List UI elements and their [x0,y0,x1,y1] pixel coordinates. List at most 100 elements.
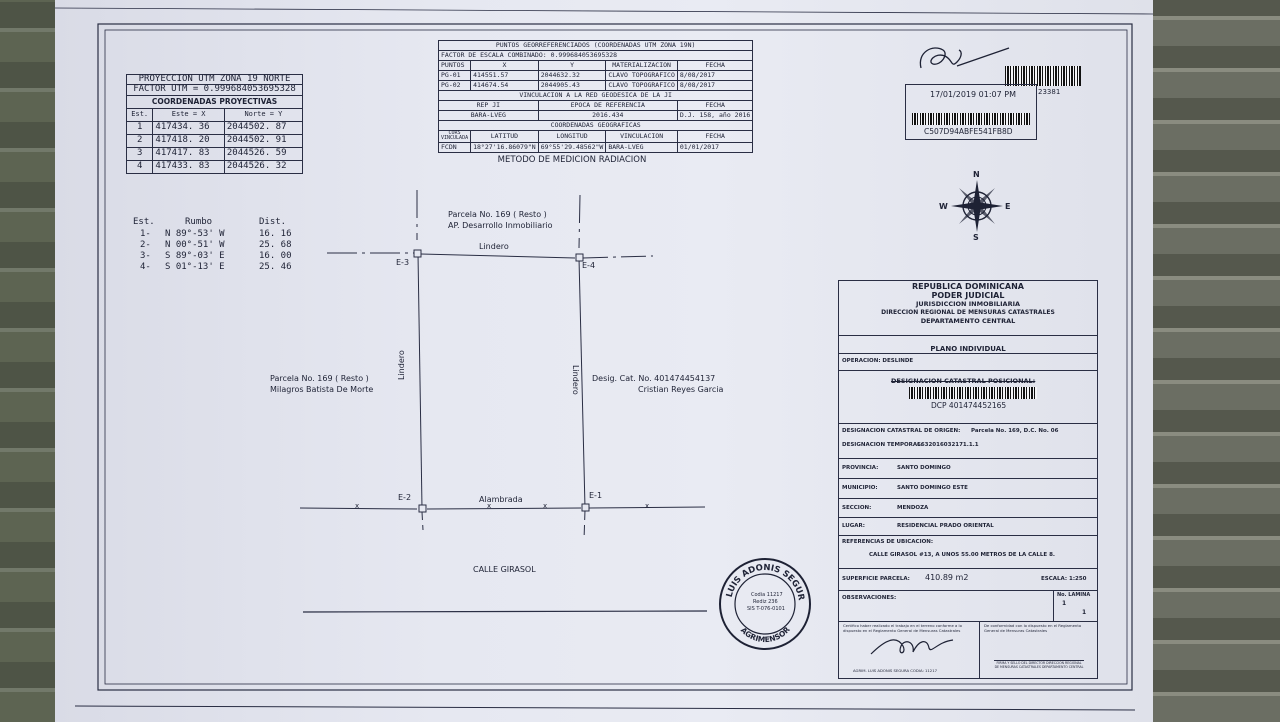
designation-barcode [909,387,1037,399]
temporal-label: DESIGNACION TEMPORAL: [842,442,923,448]
fence-x-mark: x [355,502,360,510]
station-e4-label: E-4 [582,261,596,270]
panel-municipio-row: MUNICIPIO: SANTO DOMINGO ESTE [839,479,1097,499]
cell: 25. 68 [259,240,292,250]
col-header: Est. [133,217,155,227]
references-value: CALLE GIRASOL #13, A UNOS 55.00 METROS D… [869,552,1056,558]
geo-coords-title: COORDENADAS GEOGRAFICAS [437,120,754,131]
province-value: SANTO DOMINGO [897,465,951,471]
timestamp-barcode [912,113,1030,125]
signature-scribble [919,47,1010,69]
seal-codia: Codia 11217 [751,592,783,598]
col-header: Rumbo [185,217,213,227]
top-barcode [1005,66,1081,86]
seal-sis: SIS T-076-0101 [747,606,785,612]
province-label: PROVINCIA: [842,465,879,471]
cell: 2- [140,240,151,250]
table-row: PG-02 414674.54 2044905.43 CLAVO TOPOGRA… [437,80,754,91]
observations-label: OBSERVACIONES: [842,595,897,601]
country-title: REPUBLICA DOMINICANA [911,282,1024,291]
surveyor-signature [870,639,954,655]
panel-observaciones-row: OBSERVACIONES: No. LAMINA 1 1 [839,591,1097,622]
area-label: SUPERFICIE PARCELA: [842,576,910,582]
west-parcel-owner: Milagros Batista De Morte [270,385,374,394]
plan-type: PLANO INDIVIDUAL [930,345,1006,353]
compass-north: N [973,170,980,179]
fence-x-mark: x [487,502,492,510]
georeferenced-points-table: PUNTOS GEORREFERENCIADOS (COORDENADAS UT… [437,40,754,165]
surveyor-certification: Certifico haber realizado el trabajo en … [839,622,980,678]
document-number: 23381 [1038,88,1061,96]
cell: 417433. 83 [152,159,225,174]
north-parcel-label: Parcela No. 169 ( Resto ) [448,210,547,219]
panel-provincia-row: PROVINCIA: SANTO DOMINGO [839,459,1097,479]
cell: 16. 16 [259,229,292,239]
compass-east: E [1005,202,1011,211]
seal-icon: LUIS ADONIS SEGURA AGRIMENSOR [714,549,811,650]
station-e3-label: E-3 [396,258,410,267]
cell: 1- [140,229,151,239]
west-parcel-label: Parcela No. 169 ( Resto ) [270,374,369,383]
compass-south: S [973,233,979,242]
scale-label: ESCALA: 1:250 [1041,576,1087,582]
designation-label: DESIGNACION CATASTRAL POSICIONAL: [891,377,1036,385]
lindero-top-label: Lindero [479,242,509,251]
east-parcel-owner: Cristian Reyes Garcia [638,385,724,394]
projection-line: PROYECCION UTM ZONA 19 NORTE [126,73,303,86]
lindero-right-label: Lindero [571,365,580,395]
col-header: Dist. [259,217,287,227]
origin-label: DESIGNACION CATASTRAL DE ORIGEN: [842,428,961,434]
compass-rose: N S W E [935,170,1015,244]
section-label: SECCION: [842,505,872,511]
seal-rediz: Rediz 236 [753,599,778,605]
cell: N 00°-51' W [165,240,225,250]
plan-border-lines [55,7,1153,711]
temporal-value: 6632016032171.1.1 [917,442,979,448]
direction-title: DIRECCION REGIONAL DE MENSURAS CATASTRAL… [881,308,1055,316]
barcode-text: C507D94ABFE541FB8D [924,127,1013,136]
panel-superficie-row: SUPERFICIE PARCELA: 410.89 m2 ESCALA: 1:… [839,569,1097,591]
surveyor-cert-text: Certifico haber realizado el trabajo en … [843,623,962,633]
cell: 3- [140,251,151,261]
cell: 16. 00 [259,251,292,261]
panel-lugar-row: LUGAR: RESIDENCIAL PRADO ORIENTAL [839,518,1097,536]
station-e2-label: E-2 [398,493,412,502]
lindero-left-label: Lindero [397,350,406,380]
panel-plano-row: PLANO INDIVIDUAL [839,336,1097,354]
cell: 2044526. 32 [223,159,304,174]
cell: N 89°-53' W [165,229,225,239]
director-approval: De conformidad con lo dispuesto en el Re… [980,622,1097,678]
station-e1-label: E-1 [589,491,603,500]
approval-text: De conformidad con lo dispuesto en el Re… [984,623,1082,633]
department-title: DEPARTAMENTO CENTRAL [920,317,1016,325]
panel-referencias-row: REFERENCIAS DE UBICACION: CALLE GIRASOL … [839,536,1097,569]
origin-value: Parcela No. 169, D.C. No. 06 [971,428,1059,434]
utm-factor-line: FACTOR UTM = 0.999684053695328 [126,84,303,96]
timestamp-box: 17/01/2019 01:07 PM C507D94ABFE541FB8D [905,84,1037,140]
municipality-value: SANTO DOMINGO ESTE [897,485,968,491]
judicial-title: PODER JUDICIAL [931,290,1005,300]
surveyor-seal: LUIS ADONIS SEGURA AGRIMENSOR Codia 1121… [714,549,813,652]
fence-x-mark: x [645,502,650,510]
compass-west: W [939,202,948,211]
east-parcel-label: Desig. Cat. No. 401474454137 [592,374,716,383]
references-label: REFERENCIAS DE UBICACION: [842,539,934,545]
north-parcel-owner: AP. Desarrollo Inmobiliario [448,221,553,230]
designation-value: DCP 401474452165 [931,401,1007,410]
jurisdiction-title: JURISDICCION INMOBILIARIA [915,300,1021,308]
alambrada-label: Alambrada [479,495,523,504]
panel-header: REPUBLICA DOMINICANA PODER JUDICIAL JURI… [839,281,1097,336]
operation-label: OPERACION: DESLINDE [842,358,914,364]
fence-x-mark: x [543,502,548,510]
area-value: 410.89 m2 [925,573,969,582]
cell: S 89°-03' E [165,251,225,261]
timestamp: 17/01/2019 01:07 PM [930,90,1016,99]
cell: 4- [140,262,151,272]
director-name: FIRMA Y SELLO DEL DIRECTOR DIRECCION REG… [994,660,1084,669]
cell: S 01°-13' E [165,262,225,272]
projective-coordinates-table: PROYECCION UTM ZONA 19 NORTE FACTOR UTM … [125,73,304,174]
compass-icon [951,180,1003,232]
method-label: METODO DE MEDICION RADIACION [497,154,647,165]
panel-seccion-row: SECCION: MENDOZA [839,499,1097,518]
